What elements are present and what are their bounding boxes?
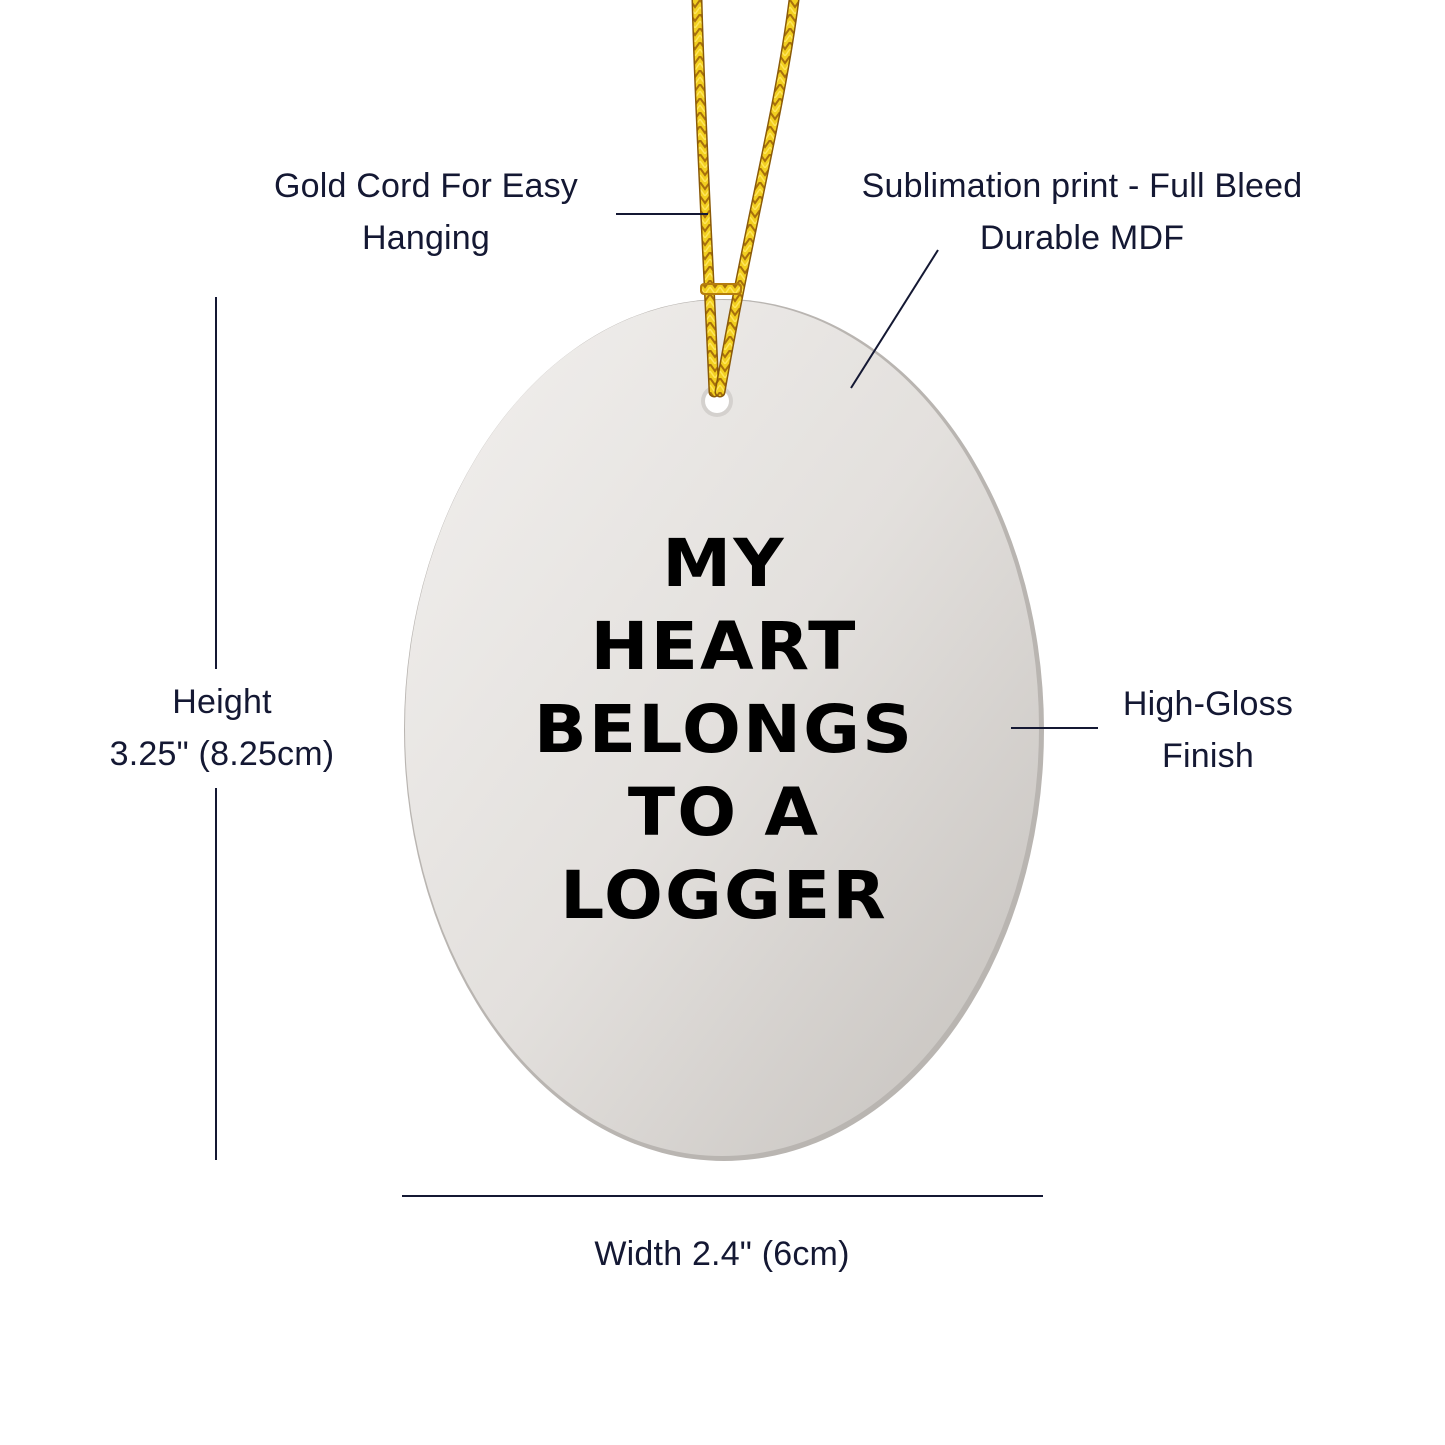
gold-cord-icon: [691, 0, 800, 398]
leader-line-finish: [1011, 727, 1098, 729]
width-dimension-line: [402, 1195, 1043, 1197]
print-line: LOGGER: [560, 857, 888, 934]
callout-gold-cord: Gold Cord For Easy Hanging: [273, 167, 579, 257]
height-dimension-line-bottom: [215, 788, 217, 1160]
leader-line-cord: [616, 213, 708, 215]
width-dimension-label: Width 2.4" (6cm): [594, 1235, 850, 1273]
callout-sublimation-print: Sublimation print - Full Bleed Durable M…: [861, 167, 1303, 257]
ornament-print-text: MY HEART BELONGS TO A LOGGER: [409, 522, 1039, 937]
print-line: TO A: [627, 774, 821, 851]
print-line: MY: [662, 525, 786, 602]
callout-high-gloss: High-Gloss Finish: [1122, 685, 1294, 775]
print-line: BELONGS: [533, 691, 915, 768]
height-dimension-line-top: [215, 297, 217, 669]
ornament-body: [405, 300, 1039, 1156]
height-dimension-label: Height 3.25" (8.25cm): [109, 683, 335, 773]
print-line: HEART: [590, 608, 858, 685]
